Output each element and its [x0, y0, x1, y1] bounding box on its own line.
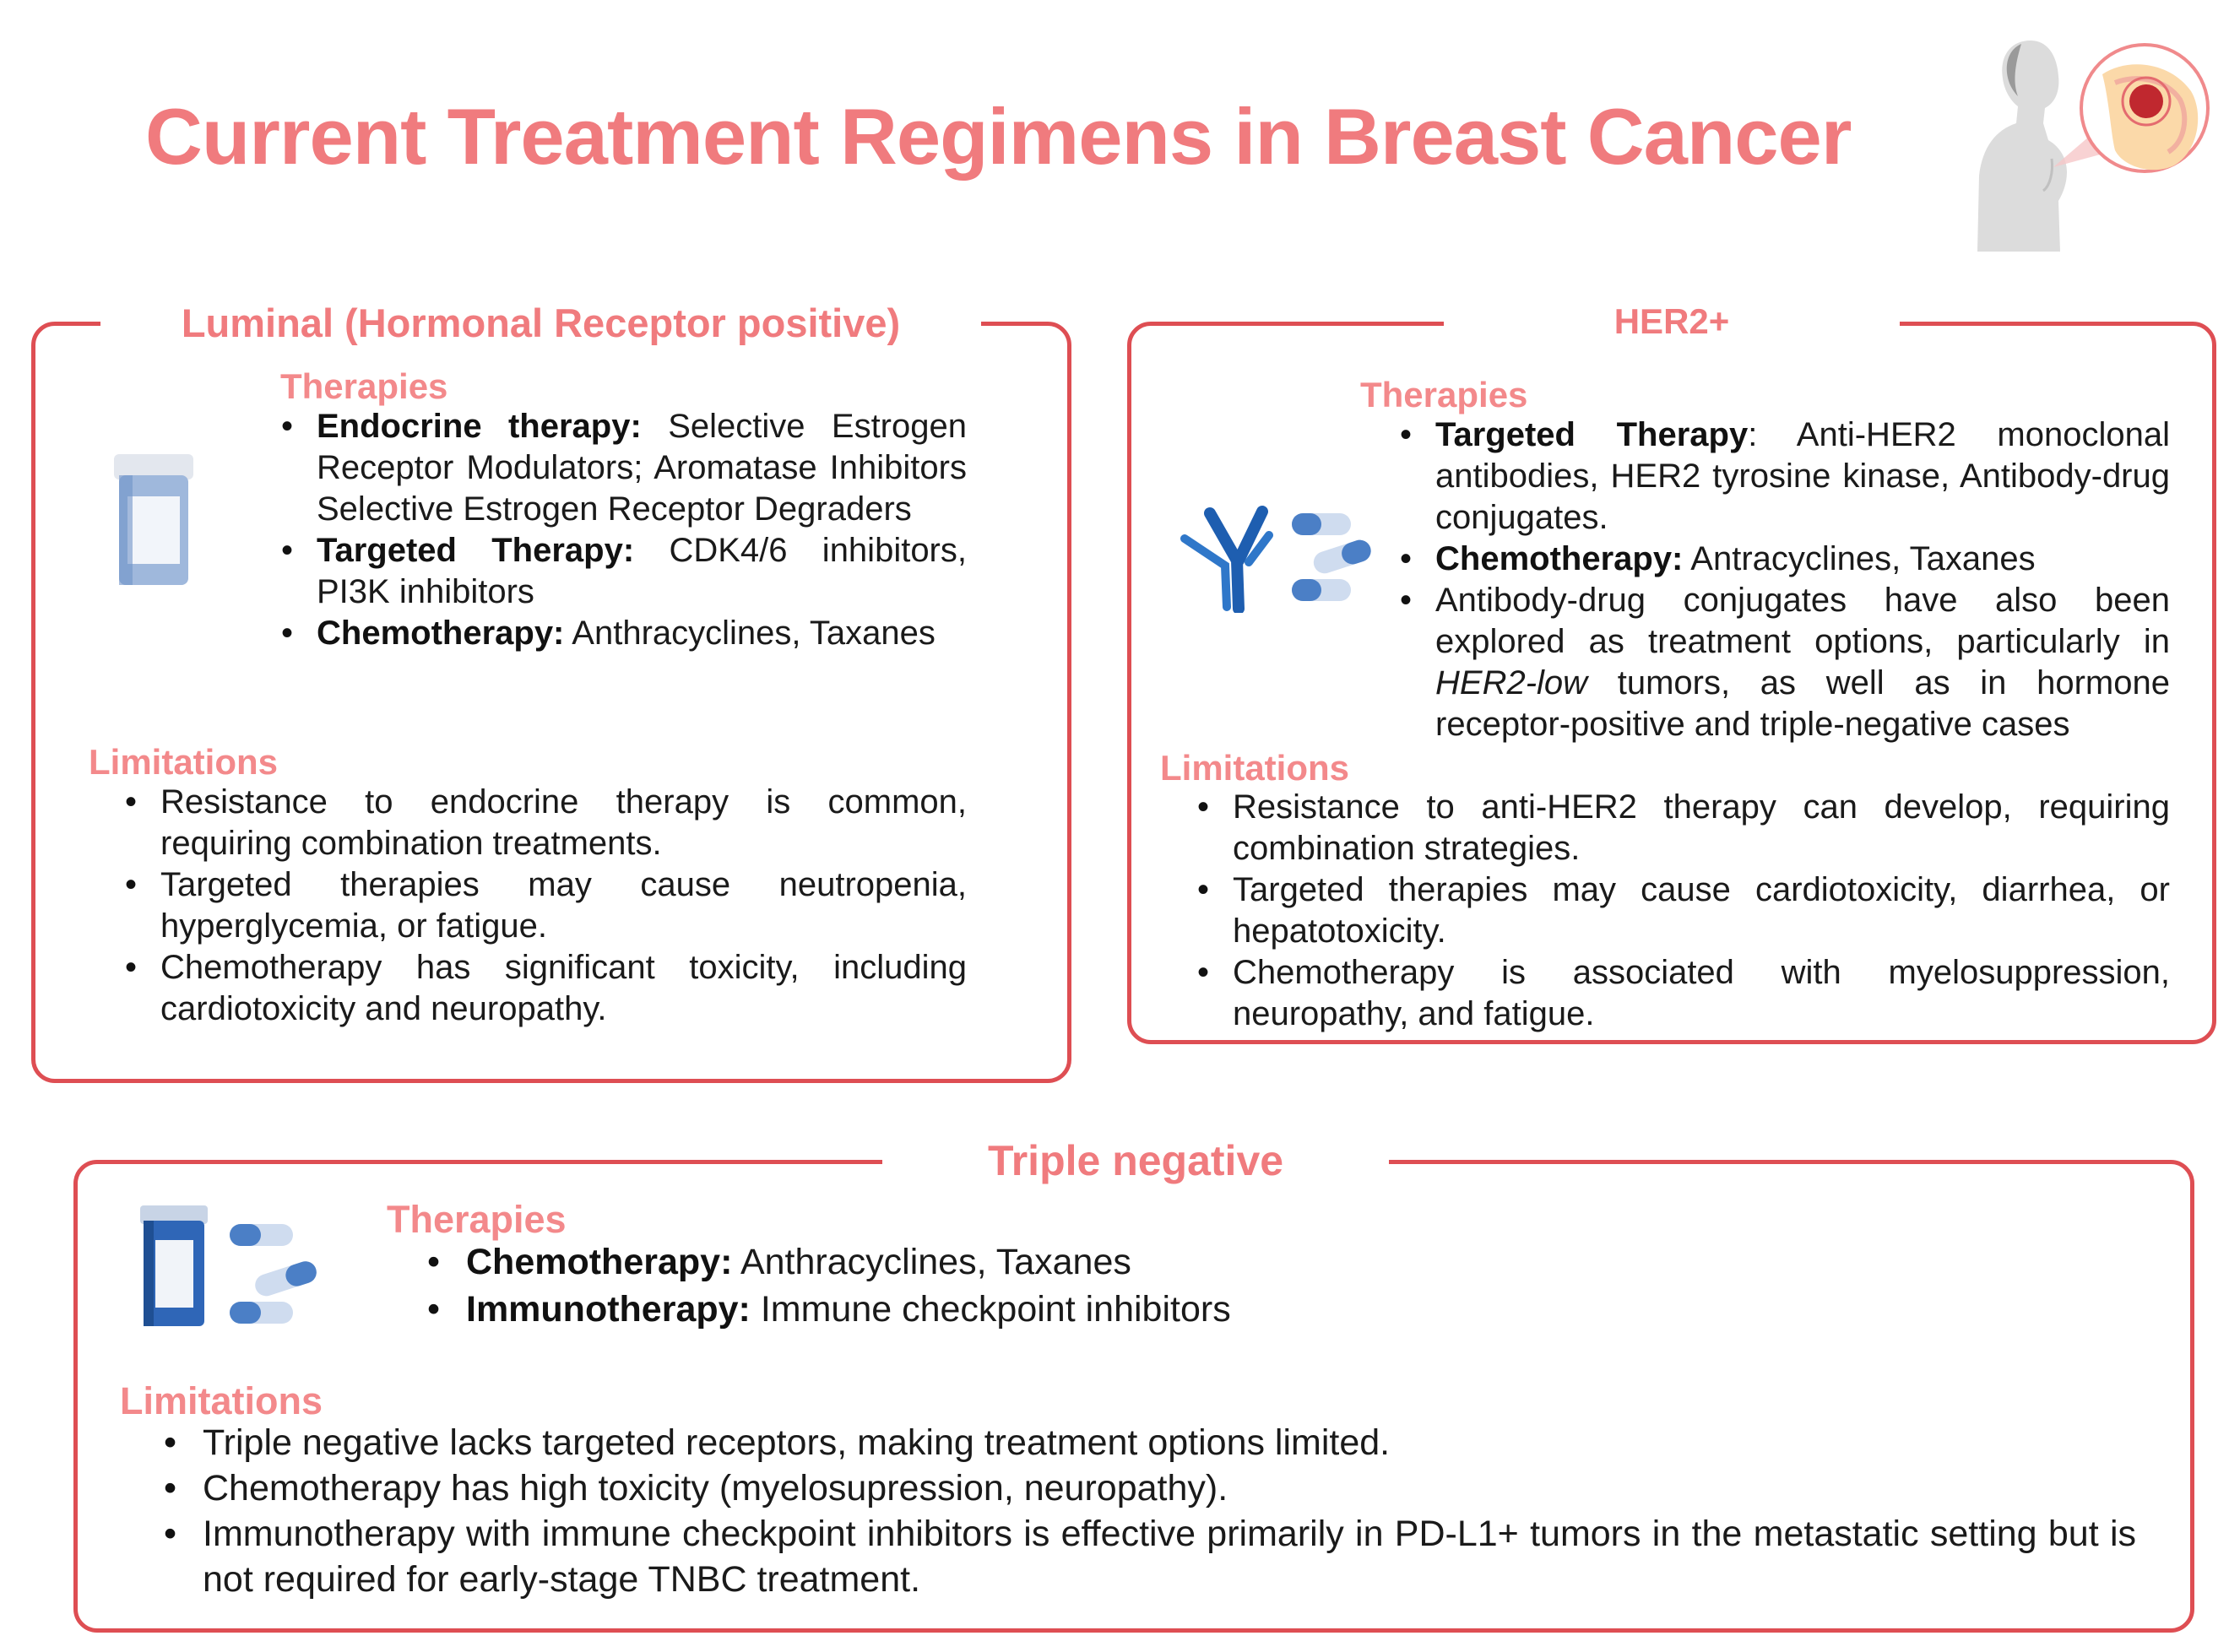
list-item: Endocrine therapy: Selective Estrogen Re…: [281, 406, 967, 530]
list-item: Chemotherapy has significant toxicity, i…: [125, 947, 967, 1030]
list-item: Chemotherapy is associated with myelosup…: [1197, 952, 2170, 1035]
triple-negative-therapies-list: Chemotherapy: Anthracyclines, Taxanes Im…: [427, 1238, 1817, 1333]
list-item: Targeted Therapy: CDK4/6 inhibitors, PI3…: [281, 530, 967, 613]
triple-negative-limitations-list: Triple negative lacks targeted receptors…: [164, 1420, 2136, 1602]
luminal-panel-title: Luminal (Hormonal Receptor positive): [100, 285, 981, 361]
bottle-and-capsules-icon: [140, 1205, 317, 1326]
list-item: Chemotherapy: Anthracyclines, Taxanes: [427, 1238, 1817, 1286]
list-item: Immunotherapy: Immune checkpoint inhibit…: [427, 1286, 1817, 1333]
list-item: Chemotherapy: Anthracyclines, Taxanes: [281, 613, 967, 654]
luminal-therapies-list: Endocrine therapy: Selective Estrogen Re…: [281, 406, 967, 654]
her2-limitations-list: Resistance to anti-HER2 therapy can deve…: [1197, 787, 2170, 1035]
triple-negative-limitations-heading: Limitations: [120, 1379, 323, 1422]
list-item: Immunotherapy with immune checkpoint inh…: [164, 1511, 2136, 1602]
her2-therapies-heading: Therapies: [1360, 375, 1528, 414]
medicine-bottle-icon: [114, 454, 193, 585]
list-item: Chemotherapy: Antracyclines, Taxanes: [1400, 539, 2170, 580]
list-item: Targeted therapies may cause cardiotoxic…: [1197, 869, 2170, 952]
list-item: Resistance to anti-HER2 therapy can deve…: [1197, 787, 2170, 869]
her2-panel: HER2+ Therapies Targeted Therapy: Anti-H…: [1127, 288, 2216, 1044]
list-item: Triple negative lacks targeted receptors…: [164, 1420, 2136, 1465]
luminal-limitations-heading: Limitations: [89, 742, 279, 782]
triple-negative-panel: Triple negative Therapies Chemotherapy: …: [73, 1120, 2194, 1633]
list-item: Resistance to endocrine therapy is commo…: [125, 782, 967, 864]
her2-panel-title: HER2+: [1444, 288, 1900, 355]
luminal-therapies-heading: Therapies: [280, 366, 448, 406]
list-item: Antibody-drug conjugates have also been …: [1400, 580, 2170, 745]
list-item: Targeted Therapy: Anti-HER2 monoclonal a…: [1400, 414, 2170, 539]
her2-limitations-heading: Limitations: [1160, 748, 1350, 788]
list-item: Targeted therapies may cause neutropenia…: [125, 864, 967, 947]
list-item: Chemotherapy has high toxicity (myelosup…: [164, 1465, 2136, 1511]
breast-anatomy-icon: [1977, 41, 2210, 252]
luminal-limitations-list: Resistance to endocrine therapy is commo…: [125, 782, 967, 1030]
her2-therapies-list: Targeted Therapy: Anti-HER2 monoclonal a…: [1400, 414, 2170, 745]
antibody-and-capsules-icon: [1180, 506, 1371, 613]
triple-negative-therapies-heading: Therapies: [387, 1198, 567, 1241]
page-title: Current Treatment Regimens in Breast Can…: [145, 92, 1852, 181]
luminal-panel: Luminal (Hormonal Receptor positive) The…: [31, 285, 1071, 1083]
triple-negative-panel-title: Triple negative: [882, 1120, 1389, 1201]
